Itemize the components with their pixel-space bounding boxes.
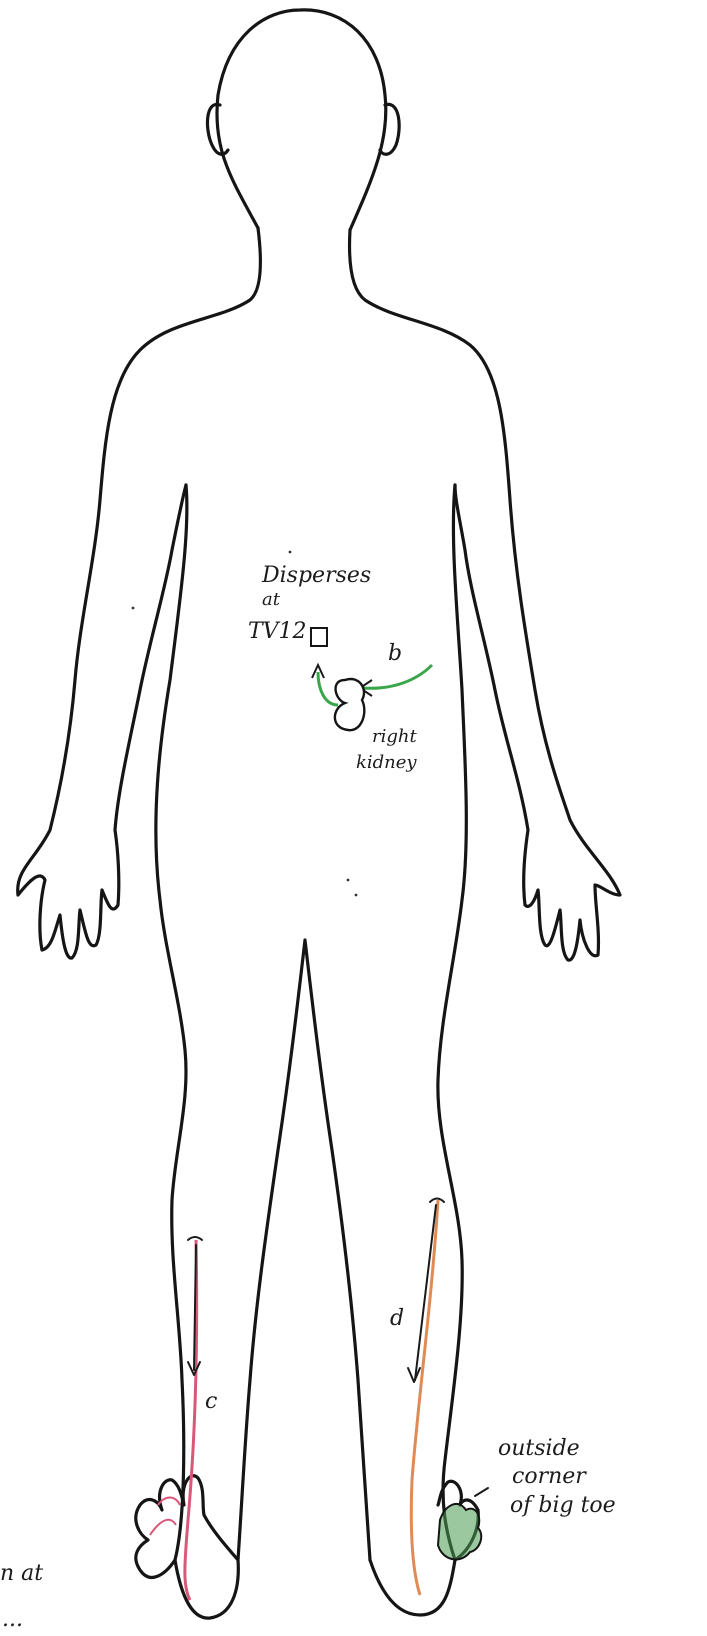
labels: Disperses at TV12 b right kidney c d out… bbox=[0, 563, 616, 1632]
branch-c-start-mark bbox=[188, 1237, 202, 1240]
label-branch-b: b bbox=[388, 641, 402, 666]
branch-c-toe-fill bbox=[150, 1498, 180, 1536]
label-right: right bbox=[372, 726, 417, 747]
inner-legs bbox=[238, 940, 370, 1560]
head-outline bbox=[217, 10, 386, 230]
branch-d-orange bbox=[408, 1199, 481, 1596]
branch-d-arrowhead bbox=[408, 1368, 420, 1382]
label-corner: corner bbox=[512, 1464, 587, 1489]
tv12-point-square bbox=[311, 628, 327, 646]
body-outline bbox=[18, 10, 620, 1618]
stray-dot bbox=[132, 607, 135, 610]
torso-left-contour bbox=[18, 228, 261, 958]
torso-left-inner bbox=[156, 485, 187, 1560]
label-disperses: Disperses bbox=[261, 563, 371, 588]
label-branch-c: c bbox=[205, 1389, 217, 1414]
branch-b-green bbox=[311, 628, 432, 730]
label-outside: outside bbox=[498, 1436, 580, 1461]
label-cut-text-2: ... bbox=[2, 1607, 23, 1632]
branch-d-line bbox=[411, 1200, 438, 1595]
stray-dot bbox=[347, 879, 350, 882]
label-branch-d: d bbox=[390, 1306, 404, 1331]
big-toe-green-fill bbox=[438, 1504, 481, 1560]
label-kidney: kidney bbox=[356, 752, 417, 773]
stray-marks bbox=[132, 551, 358, 897]
label-big-toe: of big toe bbox=[510, 1493, 616, 1518]
label-tv12: TV12 bbox=[248, 619, 307, 644]
stray-dot bbox=[289, 551, 292, 554]
toe-label-pointer bbox=[475, 1488, 488, 1496]
torso-right-contour bbox=[350, 230, 620, 960]
label-at: at bbox=[262, 589, 281, 610]
right-kidney-shape bbox=[335, 679, 364, 730]
label-cut-text-1: n at bbox=[0, 1561, 43, 1586]
torso-right-inner bbox=[438, 485, 466, 1560]
branch-b-curve bbox=[362, 665, 432, 688]
stray-dot bbox=[355, 894, 358, 897]
